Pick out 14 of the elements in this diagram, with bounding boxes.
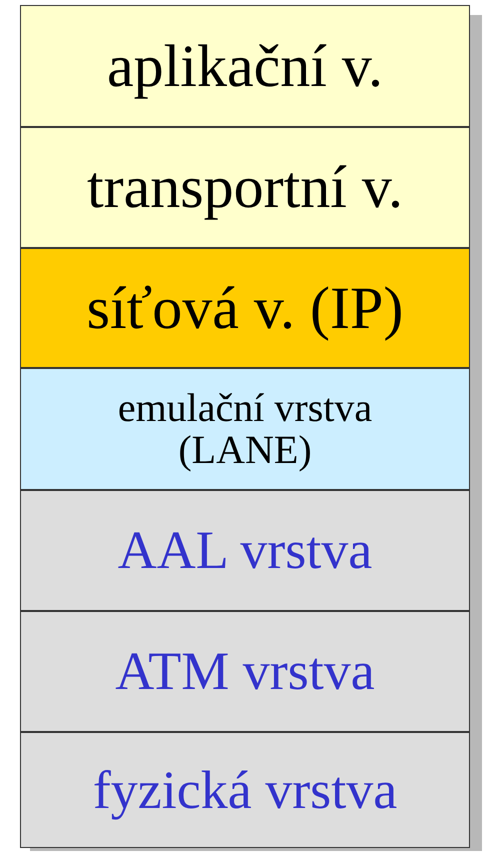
layer-box	[20, 490, 470, 611]
layer-label: emulační vrstva (LANE)	[116, 387, 374, 471]
layer-label: fyzická vrstva	[92, 762, 398, 818]
layer-label: aplikační v.	[106, 34, 383, 98]
layer-box	[20, 5, 470, 127]
layer-label: AAL vrstva	[118, 522, 372, 579]
layer-box	[20, 127, 470, 248]
layer-box	[20, 248, 470, 368]
layer-box	[20, 611, 470, 732]
layer-label: síťová v. (IP)	[86, 276, 404, 340]
layer-box	[20, 368, 470, 490]
layer-label: transportní v.	[86, 156, 404, 219]
layer-box	[20, 732, 470, 848]
layer-label: ATM vrstva	[115, 643, 375, 700]
